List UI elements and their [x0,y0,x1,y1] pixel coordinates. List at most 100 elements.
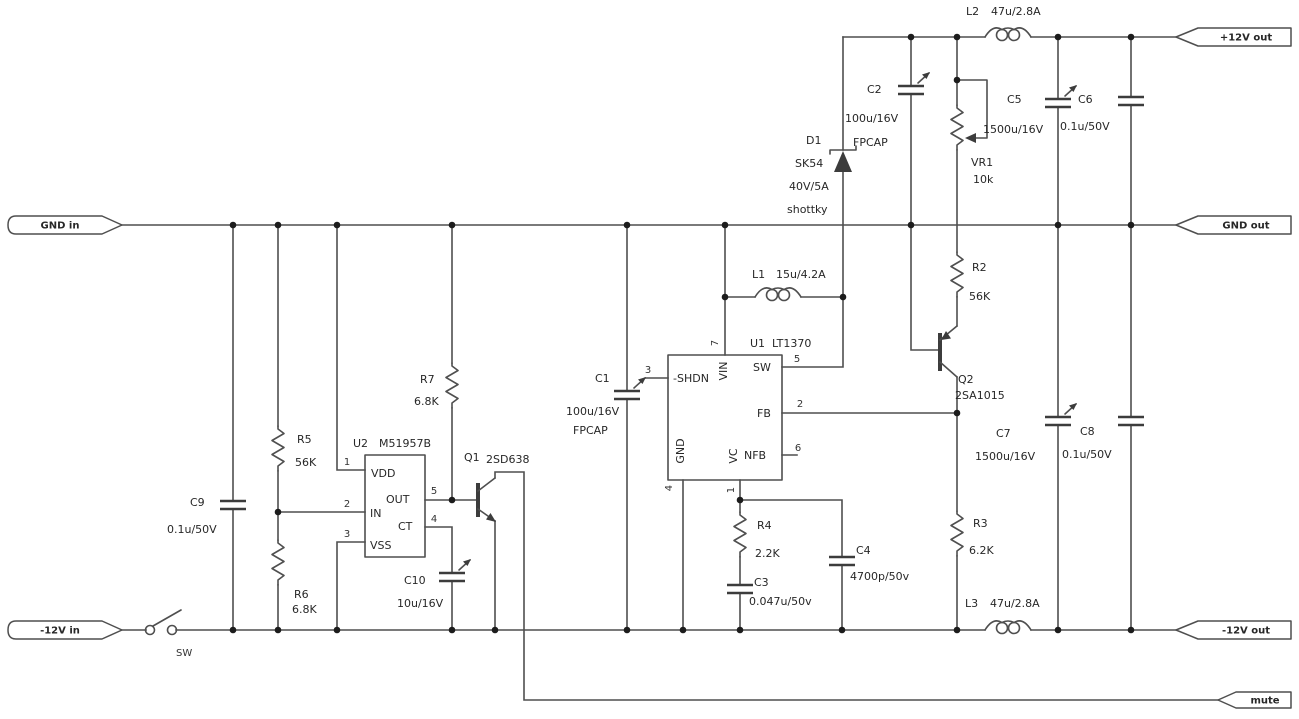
u1-pin-label-fb: FB [757,407,771,420]
switch-contact [166,624,178,636]
capacitor-c4: C4 4700p/50v [829,544,910,583]
l1-ref: L1 [752,268,765,281]
c4-ref: C4 [856,544,871,557]
u2-ct-wire [424,526,453,631]
c6-ref: C6 [1078,93,1093,106]
capacitor-c3: C3 0.047u/50v [727,576,812,608]
r6-ref: R6 [294,588,309,601]
u1-ref: U1 [750,337,765,350]
d1-rating: 40V/5A [789,180,829,193]
r2-ref: R2 [972,261,987,274]
polarity-arrow-head [1069,85,1077,92]
d1-node-wire [781,36,844,368]
d1-kind: shottky [787,203,828,216]
c7-value: 1500u/16V [975,450,1036,463]
c10-ref: C10 [404,574,426,587]
capacitor-c6: C6 0.1u/50V [1060,93,1144,133]
q1-emitter-arrow [486,513,496,522]
resistor-r2: R2 56K [950,251,991,303]
q2-collector-lead [939,361,958,378]
u1-pin-label-sw: SW [753,361,771,374]
c2-q2base-wire [910,36,941,351]
terminal-flag [1175,27,1292,47]
resistor-r3: R3 6.2K [950,510,994,557]
c5-value: 1500u/16V [983,123,1044,136]
terminal-flag [1175,620,1292,640]
inductor-l3: L3 47u/2.8A [965,597,1040,635]
c7-ref: C7 [996,427,1011,440]
u1-pin-label-shdn: -SHDN [673,372,709,385]
capacitor-c1: C1 100u/16V FPCAP [566,372,646,437]
terminal-flag [1217,691,1292,709]
q2-ref: Q2 [958,373,974,386]
l3-ref: L3 [965,597,978,610]
q1-part: 2SD638 [486,453,529,466]
terminal-label: mute [1250,696,1279,707]
r7-ref: R7 [420,373,435,386]
u1-body [667,354,783,481]
u1-pin-num-vin: 7 [710,340,721,346]
u2-pin-label-ct: CT [398,520,413,533]
inductor-l2: L2 47u/2.8A [966,5,1041,42]
terminal-neg12-out: -12V out [1175,620,1292,640]
r6-value: 6.8K [292,603,317,616]
u2-part: M51957B [379,437,431,450]
c3-value: 0.047u/50v [749,595,812,608]
l1-value: 15u/4.2A [776,268,826,281]
u2-pin-num-ct: 4 [431,514,437,525]
junction-dots [229,33,1135,634]
q1-collector-mute-wire [494,471,1219,701]
c4-value: 4700p/50v [850,570,910,583]
u2-ref: U2 [353,437,368,450]
resistor-r6: R6 6.8K [271,539,317,616]
c3-ref: C3 [754,576,769,589]
terminal-flag [1175,215,1292,235]
d1-cathode-bar [829,145,857,155]
l2-value: 47u/2.8A [991,5,1041,18]
vr1-value: 10k [973,173,994,186]
terminal-gnd-in: GND in [7,215,123,235]
u1-pin-label-nfb: NFB [744,449,766,462]
terminal-label: -12V out [1222,626,1270,637]
c1-ref: C1 [595,372,610,385]
terminal-label: +12V out [1220,33,1273,44]
vr1-wiper-arrow [965,133,976,143]
capacitor-c9: C9 0.1u/50V [167,496,246,536]
vr1-ref: VR1 [971,156,993,169]
u1-pin-label-vin: VIN [717,362,730,381]
d1-part: SK54 [795,157,823,170]
c9-value: 0.1u/50V [167,523,217,536]
terminal-flag [7,215,123,235]
capacitor-c5: C5 1500u/16V [983,85,1077,136]
r4-ref: R4 [757,519,772,532]
vc-c4-wire [739,499,843,631]
u2-pin-label-out: OUT [386,493,410,506]
u1-pin-num-sw: 5 [794,354,800,365]
r3-value: 6.2K [969,544,994,557]
ic-u2-m51957b: U2 M51957B VDD OUT IN CT VSS 1 2 3 5 4 [344,437,437,558]
resistor-r7: R7 6.8K [414,362,459,409]
diode-d1: D1 SK54 40V/5A shottky [787,134,857,216]
c10-value: 10u/16V [397,597,444,610]
polarity-arrow-head [1069,403,1077,410]
l3-value: 47u/2.8A [990,597,1040,610]
u1-pin-num-vc: 1 [726,487,737,493]
d1-triangle [834,151,852,172]
inductor-l1: L1 15u/4.2A [752,268,826,302]
u2-vss-wire [336,541,366,631]
u2-pin-label-vss: VSS [370,539,392,552]
wires [121,36,1219,701]
d1-ref: D1 [806,134,821,147]
switch-sw: SW [144,609,192,659]
capacitor-c7: C7 1500u/16V [975,403,1077,463]
transistor-q1: Q1 2SD638 [464,451,529,522]
c9-ref: C9 [190,496,205,509]
u2-pin-num-out: 5 [431,486,437,497]
u1-pin-num-shdn: 3 [645,365,651,376]
potentiometer-vr1: VR1 10k [950,79,994,186]
c2-value: 100u/16V [845,112,899,125]
q2-part: 2SA1015 [955,389,1005,402]
u1-part: LT1370 [772,337,811,350]
